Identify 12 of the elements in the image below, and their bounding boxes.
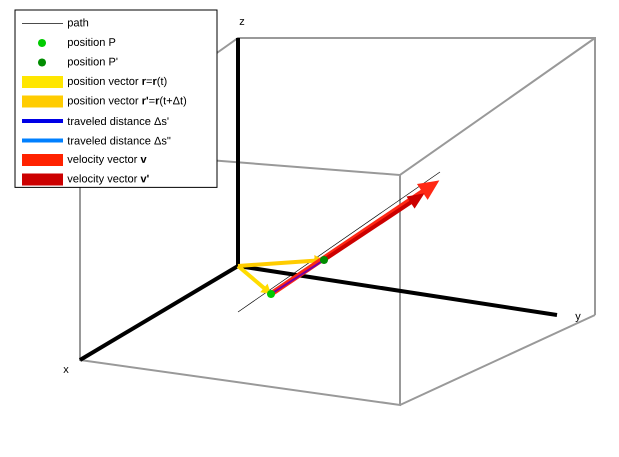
- axis-label: x: [63, 367, 69, 373]
- legend-text: velocity vector v: [67, 154, 147, 166]
- legend-text: position vector r=r(t): [68, 76, 167, 88]
- legend-text: velocity vector v': [67, 174, 149, 185]
- legend-text: position P': [68, 57, 118, 68]
- legend-text: position vector r'=r(t+Δt): [68, 96, 186, 107]
- axis-label: y: [575, 314, 581, 322]
- legend-text: traveled distance Δs": [67, 136, 170, 145]
- legend-text: traveled distance Δs': [67, 116, 168, 126]
- legend-text: position P: [68, 38, 116, 48]
- axis-label: z: [240, 19, 244, 25]
- legend-text: path: [68, 18, 88, 29]
